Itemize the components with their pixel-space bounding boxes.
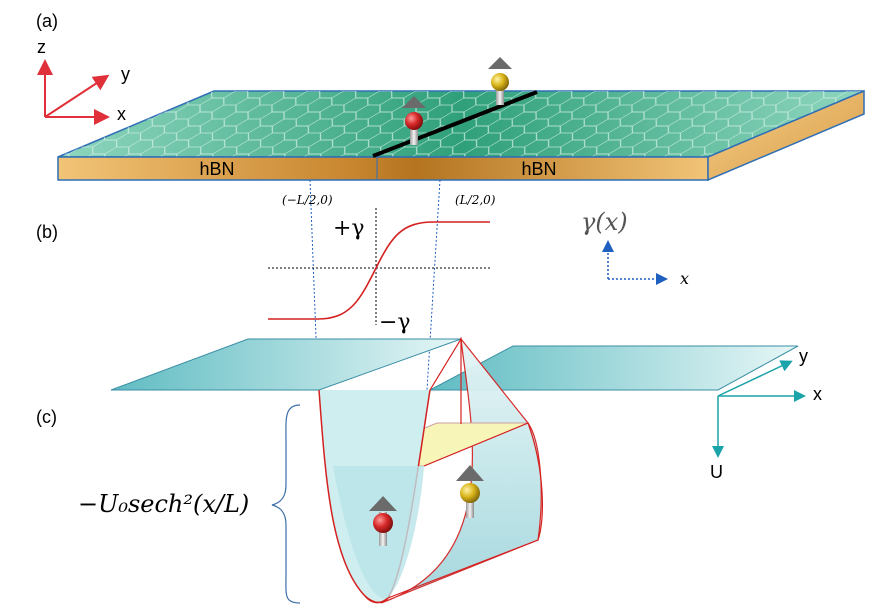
gamma-title: γ(x) bbox=[581, 208, 628, 236]
well-bottom bbox=[364, 595, 389, 603]
spin-red-ball-icon bbox=[405, 112, 423, 130]
panel-label-c: (c) bbox=[36, 407, 57, 427]
panel-label-b: (b) bbox=[36, 222, 58, 242]
gamma-axes: γ(x) x bbox=[581, 208, 689, 288]
spin-red-top bbox=[402, 96, 426, 145]
spin-red-ball-icon bbox=[373, 513, 393, 533]
gamma-plot: +γ −γ bbox=[268, 208, 490, 335]
right-sheet bbox=[429, 345, 799, 391]
y-axis-label: y bbox=[121, 64, 130, 84]
gamma-x-label: x bbox=[680, 269, 689, 288]
left-sheet bbox=[110, 338, 462, 391]
spin-up-arrow-icon bbox=[488, 57, 512, 69]
gamma-step-curve bbox=[268, 221, 490, 320]
y-axis-arrow bbox=[44, 74, 110, 118]
x-axis-label: x bbox=[117, 104, 126, 124]
c-y-axis-arrow bbox=[717, 360, 793, 397]
spin-up-arrow-icon bbox=[369, 496, 397, 511]
c-u-axis-label: U bbox=[710, 462, 723, 482]
well-edge-right bbox=[429, 336, 462, 424]
projection-lines bbox=[309, 179, 441, 391]
spin-up-arrow-icon bbox=[456, 465, 484, 481]
z-axis-label: z bbox=[37, 37, 46, 57]
hbn-side-face bbox=[707, 89, 865, 182]
hbn-front-face bbox=[57, 156, 709, 181]
spin-yellow-ball-icon bbox=[460, 483, 480, 503]
potential-formula: −U₀sech²(x/L) bbox=[78, 490, 249, 518]
projection-line-left bbox=[309, 179, 319, 391]
axes-a: z y x bbox=[37, 37, 130, 125]
domain-wall-line bbox=[372, 90, 538, 158]
c-y-axis-label: y bbox=[799, 346, 808, 366]
well-depth-brace bbox=[271, 404, 301, 604]
position-left-label: (−L/2,0) bbox=[282, 193, 333, 207]
hbn-right-label: hBN bbox=[521, 159, 556, 179]
hbn-graphene-slab: hBN hBN bbox=[57, 89, 865, 182]
axes-c: y x U bbox=[710, 346, 822, 482]
c-x-axis-label: x bbox=[813, 384, 822, 404]
potential-well bbox=[318, 336, 543, 604]
spin-up-arrow-icon bbox=[402, 96, 426, 108]
panel-label-a: (a) bbox=[36, 11, 58, 31]
spin-yellow-top bbox=[488, 57, 512, 105]
minus-gamma-label: −γ bbox=[379, 310, 411, 335]
well-edge-side bbox=[387, 422, 543, 599]
potential-sheets bbox=[110, 338, 799, 391]
spin-yellow-well bbox=[456, 465, 484, 518]
hbn-left-label: hBN bbox=[199, 159, 234, 179]
spin-red-well bbox=[369, 496, 397, 546]
hexagonal-lattice bbox=[58, 91, 864, 157]
well-front-fill bbox=[333, 466, 424, 599]
projection-line-right bbox=[426, 179, 441, 391]
position-right-label: (L/2,0) bbox=[455, 193, 496, 207]
spin-yellow-ball-icon bbox=[491, 73, 509, 91]
plus-gamma-label: +γ bbox=[333, 216, 365, 241]
